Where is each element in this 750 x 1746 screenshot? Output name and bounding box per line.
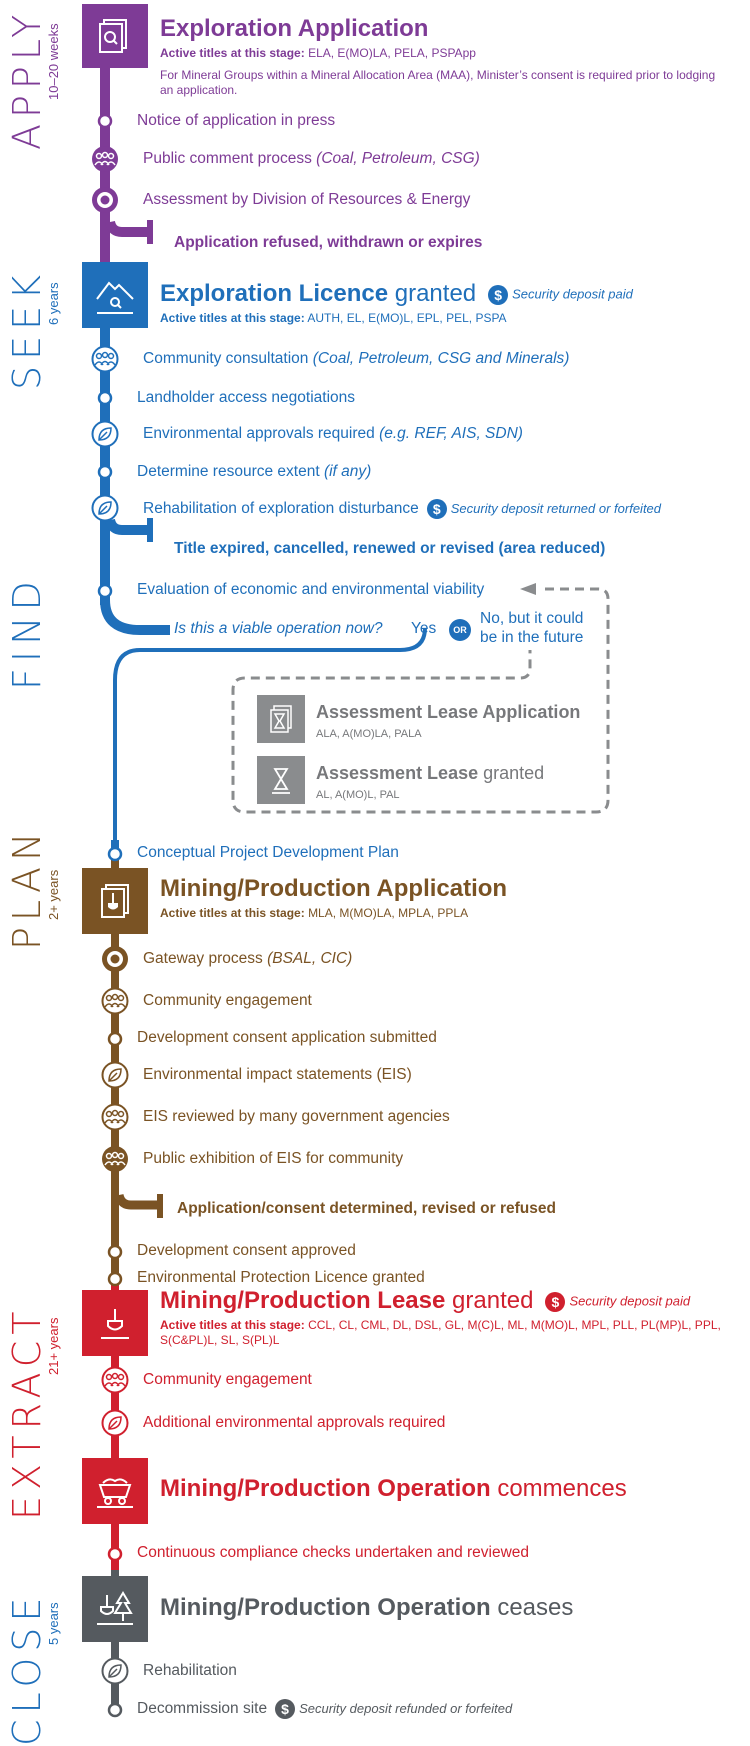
assessment-application-title: Assessment Lease Application xyxy=(316,702,581,722)
dollar-icon: $ xyxy=(545,1291,566,1312)
people-outline-icon xyxy=(101,987,129,1015)
plan-active-titles: Active titles at this stage: MLA, M(MO)L… xyxy=(160,906,469,920)
leaf-icon xyxy=(91,494,119,522)
mining-application-icon xyxy=(82,868,148,934)
people-outline-icon xyxy=(101,1366,129,1394)
dollar-icon: $ xyxy=(488,284,509,305)
apply-step-public-comment: Public comment process (Coal, Petroleum,… xyxy=(143,150,480,167)
seek-step-env-approvals: Environmental approvals required (e.g. R… xyxy=(143,425,523,442)
plan-step-community: Community engagement xyxy=(143,992,312,1009)
seek-step-evaluation: Evaluation of economic and environmental… xyxy=(137,581,485,598)
stage-label-extract: EXTRACT xyxy=(5,1305,49,1520)
stage-duration-apply: 10–20 weeks xyxy=(46,23,61,100)
stage-label-apply: APPLY xyxy=(5,8,49,150)
apply-active-titles: Active titles at this stage: ELA, E(MO)L… xyxy=(160,46,476,60)
apply-maa-note: For Mineral Groups within a Mineral Allo… xyxy=(160,68,716,97)
plan-step-consent-submitted: Development consent application submitte… xyxy=(137,1029,437,1046)
plan-step-eis-reviewed: EIS reviewed by many government agencies xyxy=(143,1108,450,1125)
stage-label-close: CLOSE xyxy=(5,1591,49,1746)
extract-step-env-approvals: Additional environmental approvals requi… xyxy=(143,1414,446,1431)
stage-duration-extract: 21+ years xyxy=(46,1317,61,1375)
resource-dot-icon xyxy=(97,464,113,480)
notice-dot-icon xyxy=(97,113,113,129)
plan-step-gateway: Gateway process (BSAL, CIC) xyxy=(143,950,353,967)
stage-duration-seek: 6 years xyxy=(46,282,61,325)
plan-step-public-exhibition: Public exhibition of EIS for community xyxy=(143,1150,404,1167)
gateway-target-icon xyxy=(102,946,128,972)
leaf-icon xyxy=(101,1409,129,1437)
assessment-lease-title: Assessment Lease granted xyxy=(316,763,545,783)
viability-question: Is this a viable operation now? xyxy=(174,620,383,637)
people-icon xyxy=(102,1146,128,1172)
or-badge: OR xyxy=(449,619,471,641)
consent-dot-icon xyxy=(107,1031,123,1047)
exploration-application-icon xyxy=(82,4,148,68)
landholder-dot-icon xyxy=(97,390,113,406)
assessment-lease-titles: AL, A(MO)L, PAL xyxy=(316,789,400,801)
mining-lease-icon xyxy=(82,1290,148,1356)
seek-step-landholder: Landholder access negotiations xyxy=(137,389,356,406)
evaluation-dot-icon xyxy=(97,583,113,599)
extract-active-titles: Active titles at this stage: CCL, CL, CM… xyxy=(160,1318,721,1347)
operation-commences-title: Mining/Production Operation commences xyxy=(160,1475,627,1502)
seek-exit-expired: Title expired, cancelled, renewed or rev… xyxy=(174,540,606,557)
extract-title: Mining/Production Lease granted$Security… xyxy=(160,1287,691,1314)
dollar-icon: $ xyxy=(426,499,447,519)
people-outline-icon xyxy=(91,345,119,373)
stage-label-plan: PLAN xyxy=(5,826,49,950)
stage-duration-plan: 2+ years xyxy=(46,869,61,920)
assessment-application-titles: ALA, A(MO)LA, PALA xyxy=(316,728,422,740)
approved-dot-icon xyxy=(107,1244,123,1260)
close-step-rehabilitation: Rehabilitation xyxy=(143,1662,237,1679)
seek-step-rehab: Rehabilitation of exploration disturbanc… xyxy=(143,499,662,519)
seek-title: Exploration Licence granted$Security dep… xyxy=(160,280,633,307)
viability-yes: Yes xyxy=(411,620,437,637)
stage-duration-close: 5 years xyxy=(46,1602,61,1645)
assessment-lease-icon xyxy=(257,756,305,804)
decommission-dot-icon xyxy=(107,1702,123,1718)
plan-exit-determined: Application/consent determined, revised … xyxy=(177,1200,556,1217)
seek-active-titles: Active titles at this stage: AUTH, EL, E… xyxy=(160,311,507,325)
extract-step-community: Community engagement xyxy=(143,1371,312,1388)
mine-cart-icon xyxy=(82,1458,148,1524)
apply-title: Exploration Application xyxy=(160,15,429,42)
leaf-icon xyxy=(101,1061,129,1089)
apply-exit-refused: Application refused, withdrawn or expire… xyxy=(174,234,483,251)
plan-step-epl: Environmental Protection Licence granted xyxy=(137,1269,425,1286)
operation-ceases-title: Mining/Production Operation ceases xyxy=(160,1594,574,1621)
assessment-application-icon xyxy=(257,695,305,743)
stage-label-find: FIND xyxy=(5,575,49,690)
apply-step-assessment: Assessment by Division of Resources & En… xyxy=(143,191,471,208)
people-icon xyxy=(92,146,118,172)
compliance-dot-icon xyxy=(107,1546,123,1562)
seek-step-community: Community consultation (Coal, Petroleum,… xyxy=(143,350,570,367)
close-step-decommission: Decommission site$Security deposit refun… xyxy=(137,1699,513,1719)
stage-label-seek: SEEK xyxy=(5,268,49,390)
extract-step-compliance: Continuous compliance checks undertaken … xyxy=(137,1544,530,1561)
concept-plan-step: Conceptual Project Development Plan xyxy=(137,844,399,861)
plan-step-consent-approved: Development consent approved xyxy=(137,1242,356,1259)
concept-dot-icon xyxy=(107,846,123,862)
operation-ceases-icon xyxy=(82,1576,148,1642)
leaf-icon xyxy=(101,1657,129,1685)
epl-dot-icon xyxy=(107,1271,123,1287)
apply-step-notice: Notice of application in press xyxy=(137,112,336,129)
plan-title: Mining/Production Application xyxy=(160,875,508,902)
assessment-target-icon xyxy=(92,187,118,213)
seek-step-resource: Determine resource extent (if any) xyxy=(137,463,372,480)
plan-step-eis: Environmental impact statements (EIS) xyxy=(143,1066,412,1083)
dollar-icon: $ xyxy=(275,1699,296,1719)
leaf-icon xyxy=(91,420,119,448)
exploration-licence-icon xyxy=(82,262,148,328)
people-outline-icon xyxy=(101,1103,129,1131)
